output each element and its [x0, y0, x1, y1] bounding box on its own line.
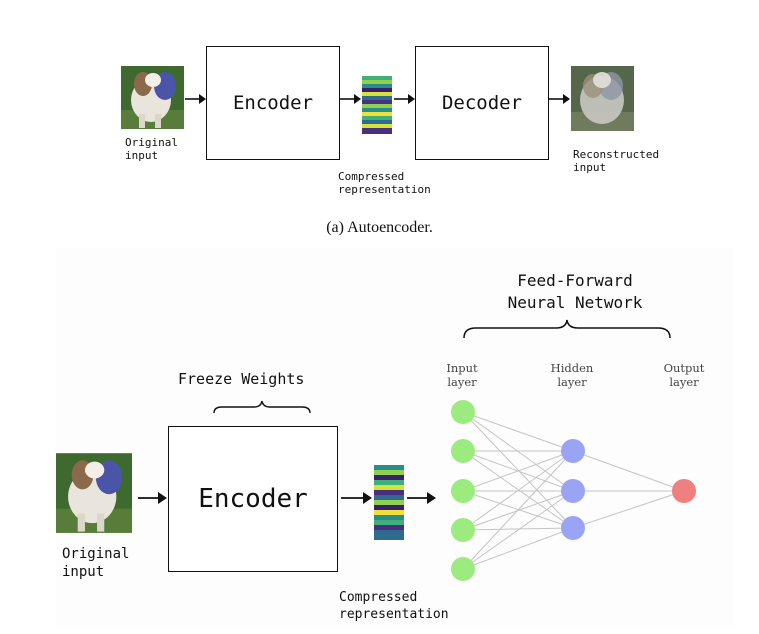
ffnn-title: Feed-Forward Neural Network: [507, 271, 643, 312]
latent-cells-a: [362, 76, 392, 134]
arrow-latent-to-network-b: [407, 492, 436, 504]
original-input-label-b: Original input: [62, 546, 130, 580]
output-layer-label: Output layer: [663, 361, 705, 389]
arrow-input-to-encoder-a: [185, 94, 206, 104]
arrow-encoder-to-latent-b: [341, 492, 372, 504]
hidden-node-3: [561, 516, 585, 540]
freeze-weights-label: Freeze Weights: [178, 370, 305, 388]
ffnn-brace: [463, 319, 671, 339]
decoder-label-a: Decoder: [441, 92, 523, 114]
arrow-input-to-encoder-b: [138, 492, 167, 504]
input-node-5: [451, 557, 475, 581]
arrow-latent-to-decoder-a: [394, 94, 415, 104]
encoder-box-b: Encoder: [168, 426, 338, 572]
connections-hidden-output: [572, 450, 685, 529]
hidden-node-2: [561, 479, 585, 503]
compressed-representation-b: [374, 465, 404, 540]
freeze-brace: [213, 400, 311, 414]
original-input-image-a: [121, 66, 184, 129]
hidden-layer-label: Hidden layer: [550, 361, 594, 389]
arrow-encoder-to-latent-a: [340, 94, 361, 104]
decoder-box-a: Decoder: [415, 46, 549, 160]
input-node-2: [451, 439, 475, 463]
original-input-label-a: Original input: [125, 136, 178, 162]
caption-a: (a) Autoencoder.: [326, 219, 433, 236]
original-input-image-b: [56, 453, 132, 533]
arrow-decoder-to-output-a: [549, 94, 570, 104]
reconstructed-label-a: Reconstructed input: [573, 148, 660, 174]
output-node: [672, 479, 696, 503]
latent-cells-b: [374, 465, 404, 540]
input-node-3: [451, 479, 475, 503]
connections-input-hidden: [462, 411, 574, 570]
encoder-label-b: Encoder: [198, 484, 308, 514]
neural-network-diagram: [451, 400, 696, 581]
input-node-4: [451, 518, 475, 542]
compressed-representation-a: [362, 76, 392, 134]
hidden-node-1: [561, 439, 585, 463]
reconstructed-image-a: [571, 66, 634, 131]
compressed-label-a: Compressed representation: [338, 170, 431, 196]
encoder-box-a: Encoder: [206, 46, 340, 160]
input-layer-label: Input layer: [446, 361, 478, 389]
encoder-label-a: Encoder: [232, 92, 314, 114]
input-node-1: [451, 400, 475, 424]
compressed-label-b: Compressed representation: [339, 590, 449, 622]
